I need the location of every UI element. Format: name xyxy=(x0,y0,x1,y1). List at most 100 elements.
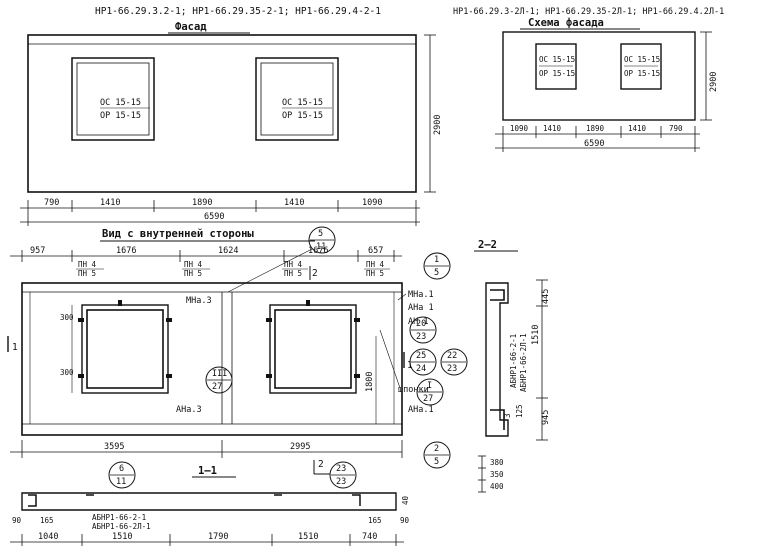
pn-label-3: ПН 4 xyxy=(184,260,203,269)
section-1-1-dim-5: 740 xyxy=(362,532,377,542)
callout-2-5-den: 5 xyxy=(434,457,439,467)
facade-dim-2: 1410 xyxy=(100,198,120,208)
facade-dim-1: 790 xyxy=(44,198,59,208)
pn-label-1: ПН 4 xyxy=(78,260,97,269)
callout-6-11-den: 11 xyxy=(116,477,126,487)
pn-label-4: ПН 5 xyxy=(184,269,202,278)
facade-window-label-top-right: ОС 15-15 xyxy=(282,98,323,108)
scheme-window-label-bottom-right: ОР 15-15 xyxy=(624,69,660,78)
section-2-2-dim-945: 945 xyxy=(541,410,551,425)
section-1-1-dim-small-2: 165 xyxy=(40,516,54,525)
section-1-1: 1—1 АБНР1-66-2-1 АБНР1-66-2Л-1 40 90 165… xyxy=(10,465,410,546)
section-1-1-title: 1—1 xyxy=(198,465,217,477)
pn-label-8: ПН 5 xyxy=(366,269,384,278)
facade-height-dim: 2900 xyxy=(433,115,443,135)
callout-5-11 xyxy=(308,226,336,254)
section-1-1-dim-4: 1510 xyxy=(298,532,318,542)
svg-text:11: 11 xyxy=(316,242,326,252)
label-an3: АНа.3 xyxy=(176,405,202,415)
callout-22-23-den: 23 xyxy=(447,364,457,374)
scheme-dim-5: 790 xyxy=(669,124,683,133)
section-2-2-stack-1: 380 xyxy=(490,458,504,467)
scheme-panel xyxy=(502,31,696,121)
callout-25-24-den: 24 xyxy=(416,364,426,374)
scheme-total-dim: 6590 xyxy=(584,139,604,149)
section-1-1-label-b: АБНР1-66-2Л-1 xyxy=(92,522,151,531)
section-1-1-dim-small-3: 165 xyxy=(368,516,382,525)
section-2-2-label-a: АБНР1-66-2-1 xyxy=(509,334,518,388)
callout-I-27-den: 27 xyxy=(423,394,433,404)
facade-title-marks: НР1-66.29.3.2-1; НР1-66.29.35-2-1; НР1-6… xyxy=(95,6,381,17)
facade-window-label-top-left: ОС 15-15 xyxy=(100,98,141,108)
facade-window-right xyxy=(255,57,339,141)
facade-total-dim: 6590 xyxy=(204,212,224,222)
facade-view: НР1-66.29.3.2-1; НР1-66.29.35-2-1; НР1-6… xyxy=(20,6,443,226)
scheme-dim-2: 1410 xyxy=(543,124,562,133)
section-2-2-stack-2: 350 xyxy=(490,470,504,479)
callout-1-5-den: 5 xyxy=(434,268,439,278)
callout-III-27-den: 27 xyxy=(212,382,222,392)
svg-text:5: 5 xyxy=(318,229,323,239)
inner-top-dim-3: 1624 xyxy=(218,246,238,256)
label-an1b: АН 1 xyxy=(408,317,428,327)
pn-label-7: ПН 4 xyxy=(366,260,385,269)
section-2-2-profile xyxy=(485,282,509,437)
callout-22-23-num: 22 xyxy=(447,351,457,361)
label-mn1: МНа.1 xyxy=(408,290,434,300)
section-1-1-label-a: АБНР1-66-2-1 xyxy=(92,513,146,522)
section-2-2-dim-445: 445 xyxy=(541,289,551,304)
section-mark-2-bottom: 2 xyxy=(318,459,324,470)
scheme-title-marks: НР1-66.29.3-2Л-1; НР1-66.29.35-2Л-1; НР1… xyxy=(453,7,724,17)
section-2-2-title: 2—2 xyxy=(478,239,497,251)
inner-window-right xyxy=(269,304,357,394)
section-2-2-stack-3: 400 xyxy=(490,482,504,491)
section-2-2-dim-1510: 1510 xyxy=(531,325,541,345)
section-1-1-dim-small-1: 90 xyxy=(12,516,22,525)
scheme-title: Схема фасада xyxy=(528,17,604,29)
callout-23-23-num: 23 xyxy=(336,464,346,474)
section-1-1-dim-small-4: 90 xyxy=(400,516,410,525)
section-2-2-dim-125: 125 xyxy=(515,404,524,418)
facade-dim-3: 1890 xyxy=(192,198,212,208)
scheme-dim-3: 1890 xyxy=(586,124,605,133)
callout-20-23-den: 23 xyxy=(416,332,426,342)
scheme-window-right xyxy=(620,43,662,90)
inner-view-title: Вид с внутренней стороны xyxy=(102,228,254,240)
scheme-dim-1: 1090 xyxy=(510,124,529,133)
callout-6-11-num: 6 xyxy=(119,464,124,474)
scheme-height-dim: 2900 xyxy=(709,72,719,92)
section-2-2-dim-3: 3 xyxy=(503,413,512,418)
callout-III-27-num: III xyxy=(212,369,227,379)
inner-bottom-dim-1: 3595 xyxy=(104,442,124,452)
inner-panel xyxy=(21,282,403,436)
inner-top-dim-5: 657 xyxy=(368,246,383,256)
dim-1800: 1800 xyxy=(365,372,375,392)
callout-2-5-num: 2 xyxy=(434,444,439,454)
section-1-1-profile xyxy=(21,492,397,511)
dim-300-upper: 300 xyxy=(60,313,74,322)
scheme-dim-4: 1410 xyxy=(628,124,647,133)
section-mark-2-top: 2 xyxy=(312,268,318,279)
facade-window-label-bottom-right: ОР 15-15 xyxy=(282,111,323,121)
callout-1-5-num: 1 xyxy=(434,255,439,265)
label-an1-bottom: АНа.1 xyxy=(408,405,434,415)
inner-window-left xyxy=(81,304,169,394)
inner-top-dim-4: 1676 xyxy=(308,246,328,256)
scheme-view: НР1-66.29.3-2Л-1; НР1-66.29.35-2Л-1; НР1… xyxy=(453,7,724,152)
inner-top-dim-2: 1676 xyxy=(116,246,136,256)
facade-window-label-bottom-left: ОР 15-15 xyxy=(100,111,141,121)
section-mark-1-left: 1 xyxy=(12,342,18,353)
scheme-window-label-top-right: ОС 15-15 xyxy=(624,55,660,64)
scheme-window-left xyxy=(535,43,577,90)
label-shponki: шпонки xyxy=(398,385,429,395)
facade-dim-5: 1090 xyxy=(362,198,382,208)
dim-300-lower: 300 xyxy=(60,368,74,377)
facade-panel xyxy=(27,34,417,193)
section-2-2-label-b: АБНР1-66-2Л-1 xyxy=(519,333,528,392)
facade-title: Фасад xyxy=(175,21,207,33)
inner-view: Вид с внутренней стороны 5 11 957 1676 1… xyxy=(7,226,434,475)
label-mn3: МНа.3 xyxy=(186,296,212,306)
section-1-1-dim-2: 1510 xyxy=(112,532,132,542)
scheme-window-label-bottom-left: ОР 15-15 xyxy=(539,69,575,78)
